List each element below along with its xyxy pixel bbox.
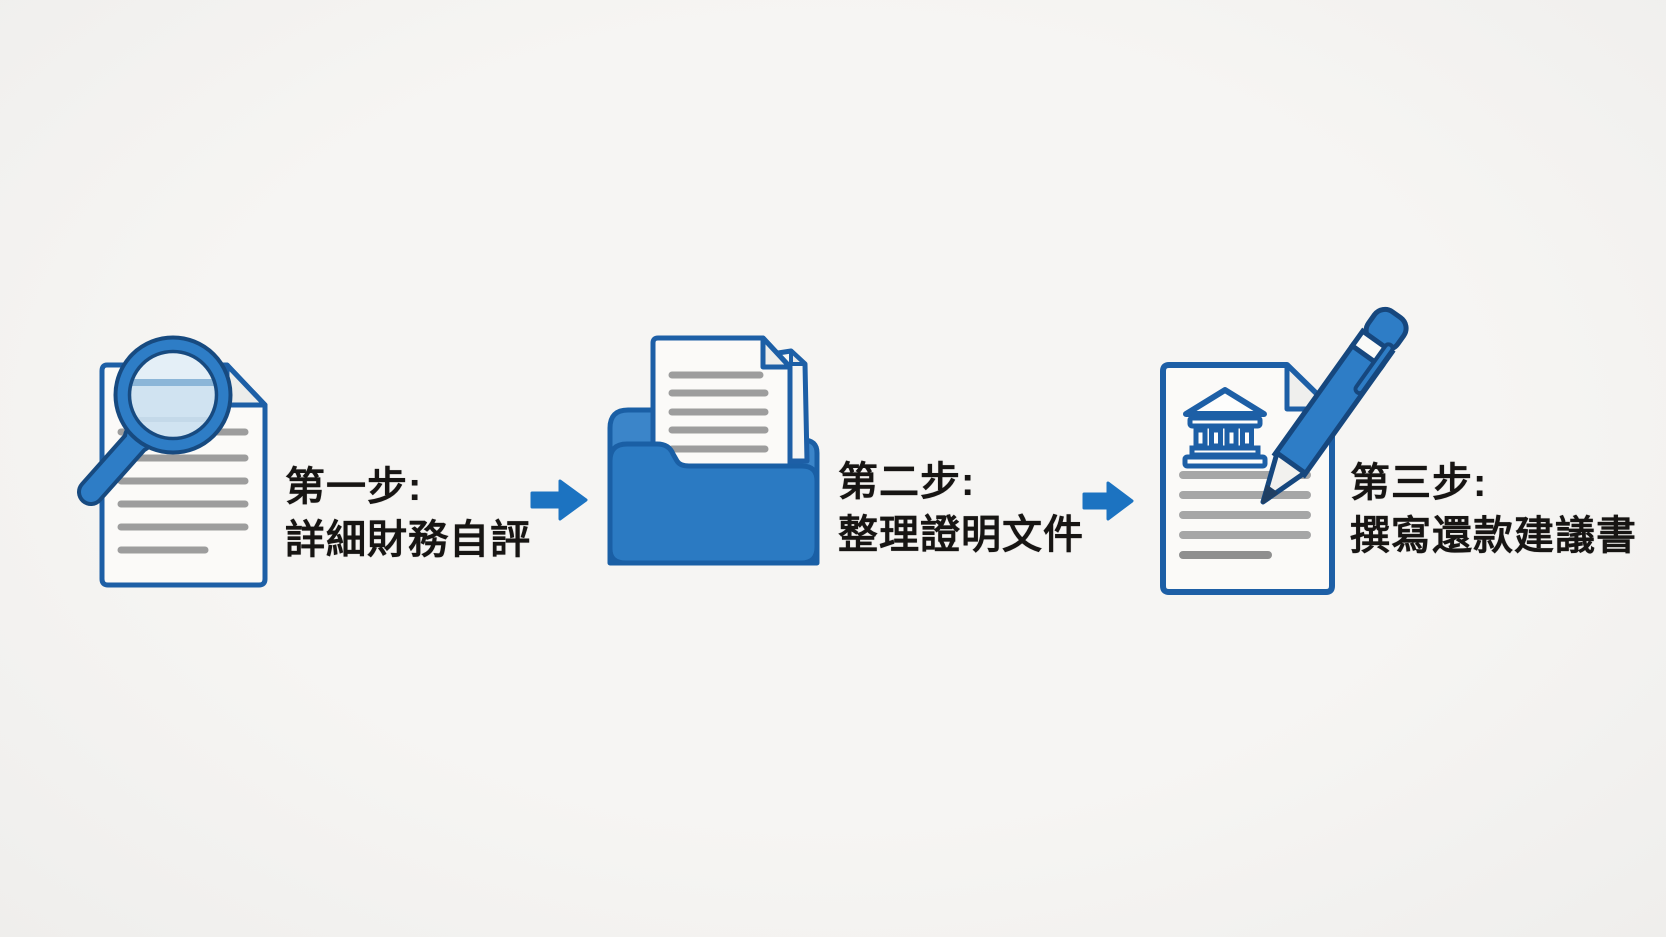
magnifier-document-icon xyxy=(77,335,268,588)
folder-documents-icon xyxy=(607,335,820,566)
step-3-text: 第三步: 撰寫還款建議書 xyxy=(1350,457,1637,563)
step-1-label: 第一步: xyxy=(285,465,423,509)
bank-icon xyxy=(1182,387,1268,469)
bank-document-pen-icon xyxy=(1160,306,1409,595)
arrow-right-icon xyxy=(530,479,588,521)
arrow-right-icon xyxy=(1082,481,1134,521)
pen-icon xyxy=(1260,306,1409,505)
step-3-label: 第三步: xyxy=(1350,461,1488,505)
step-2-title: 整理證明文件 xyxy=(838,513,1084,557)
step-2-label: 第二步: xyxy=(838,460,976,504)
step-2-text: 第二步: 整理證明文件 xyxy=(838,456,1084,562)
step-1-title: 詳細財務自評 xyxy=(285,518,531,562)
step-1-text: 第一步: 詳細財務自評 xyxy=(285,461,531,567)
step-3-title: 撰寫還款建議書 xyxy=(1350,514,1637,558)
